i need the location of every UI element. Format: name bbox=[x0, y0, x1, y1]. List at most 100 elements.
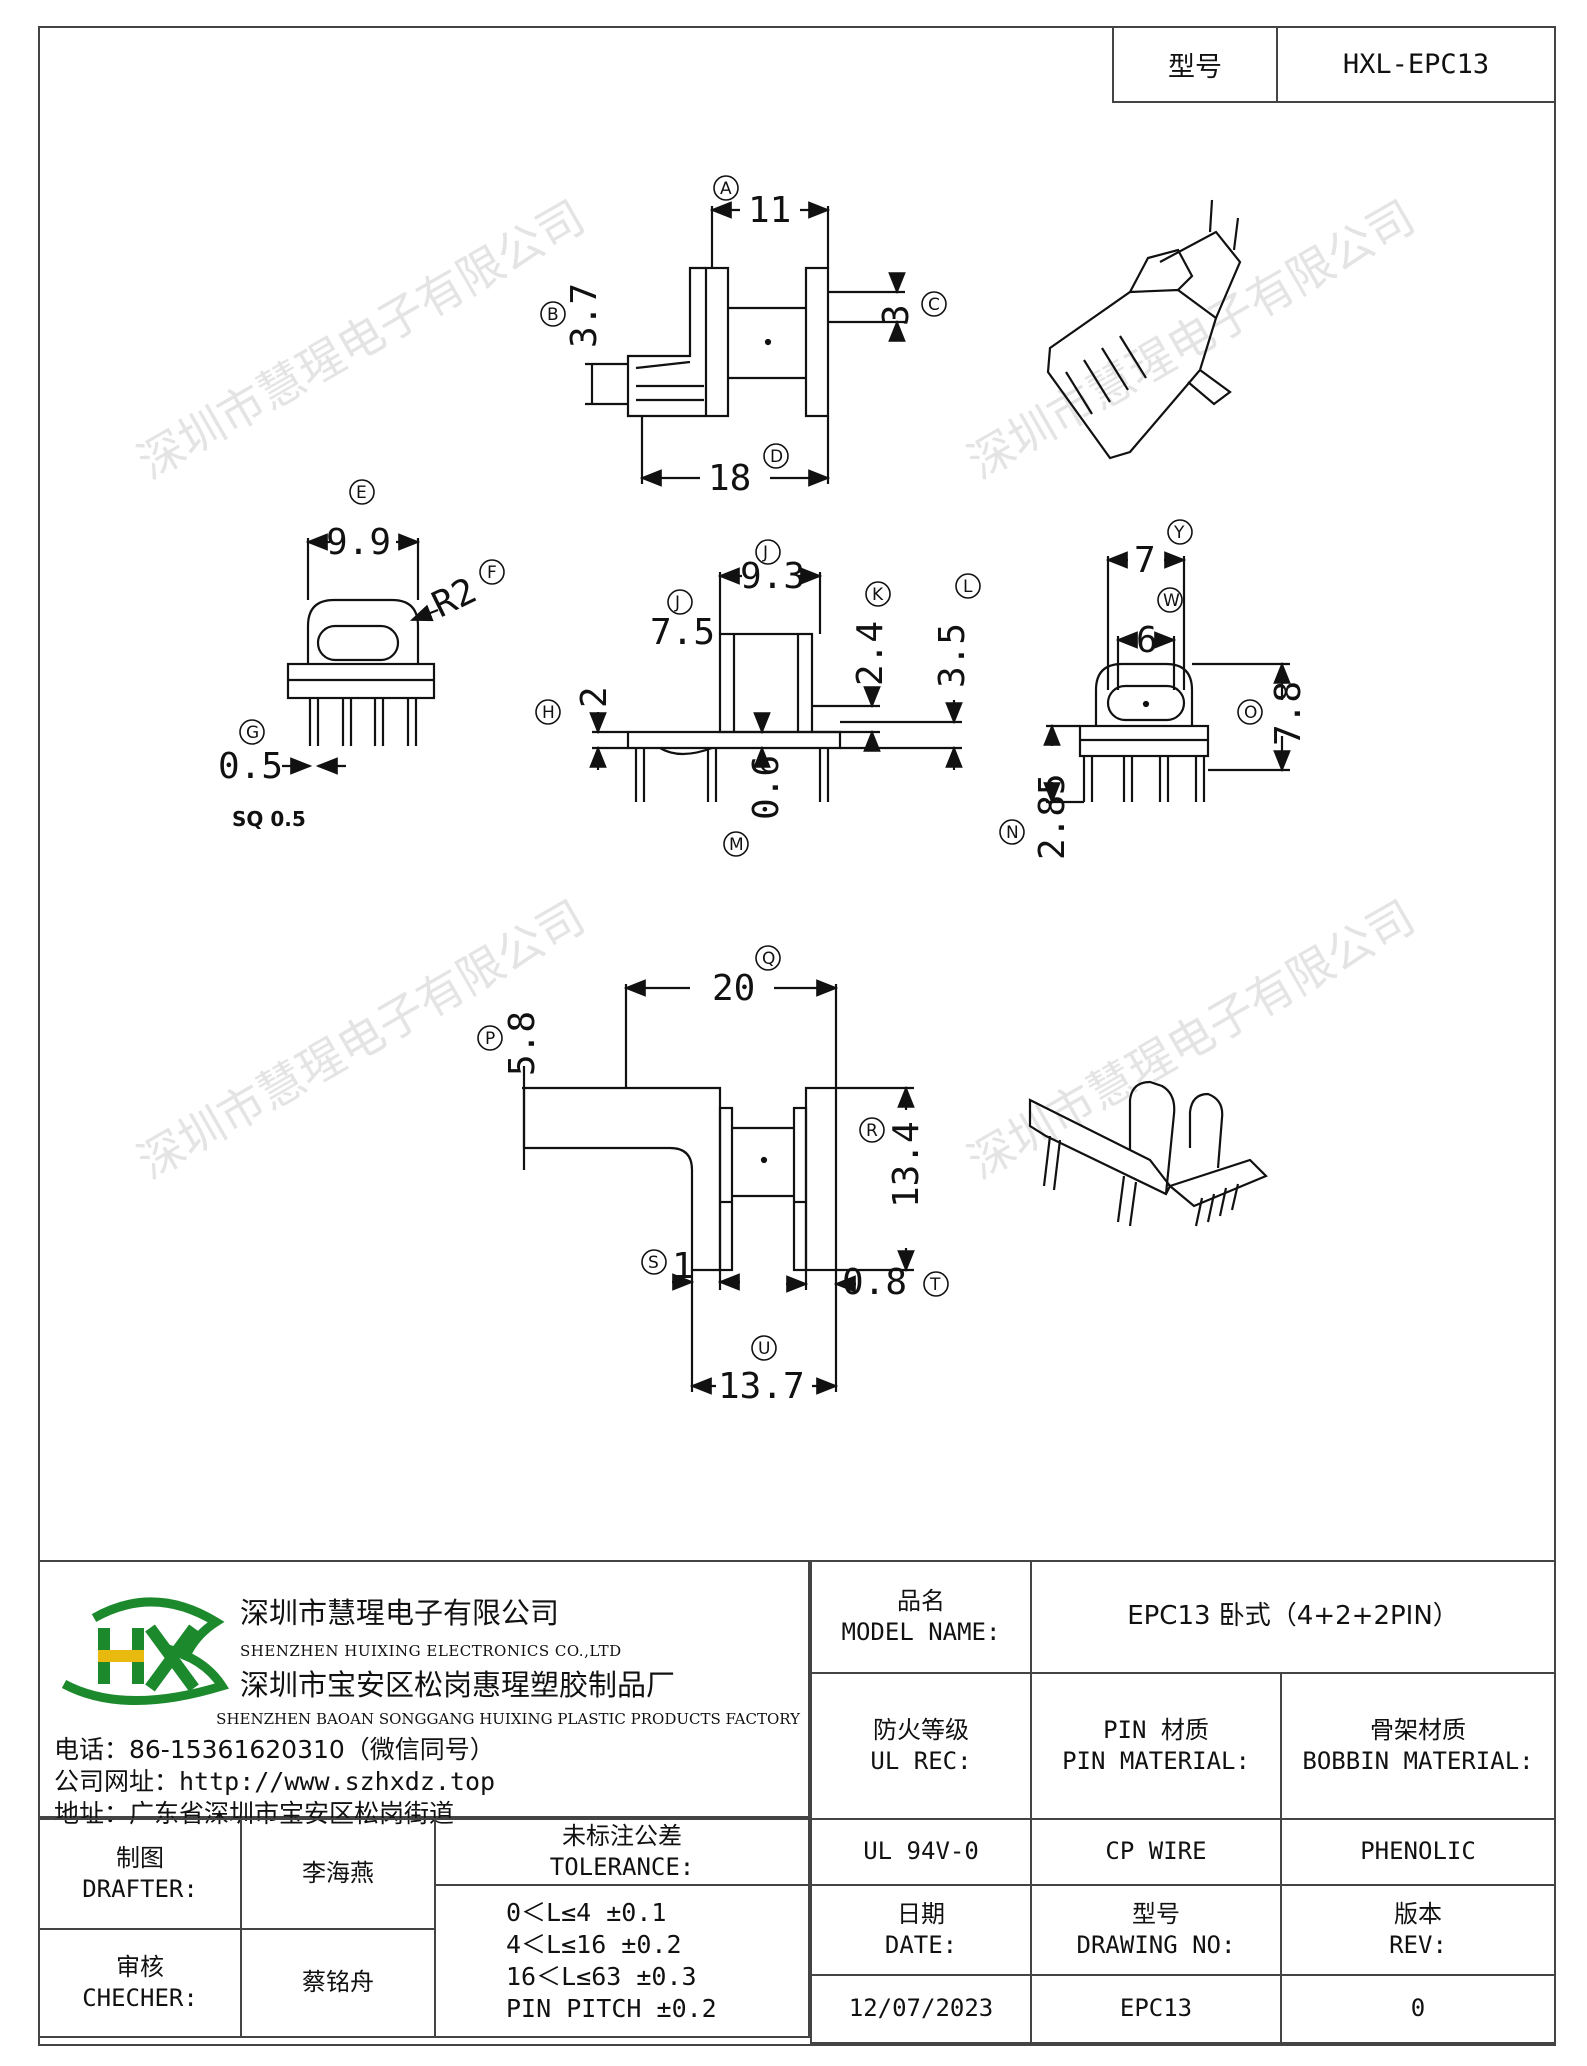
bubble-u: U bbox=[758, 1339, 770, 1359]
drafter-label-en: DRAFTER: bbox=[82, 1875, 198, 1903]
factory-name-cn: 深圳市宝安区松岗惠瑆塑胶制品厂 bbox=[240, 1668, 676, 1702]
drafter-name: 李海燕 bbox=[240, 1818, 436, 1930]
company-name-cn: 深圳市慧瑆电子有限公司 bbox=[240, 1596, 560, 1630]
company-info: HX 深圳市慧瑆电子有限公司 SHENZHEN HUIXING ELECTRON… bbox=[38, 1560, 810, 1828]
dim-k: 2.4 bbox=[850, 621, 891, 686]
bubble-o: O bbox=[1244, 703, 1257, 723]
pin-material-label-cn: PIN 材质 bbox=[1103, 1715, 1209, 1744]
pin-material-value: CP WIRE bbox=[1030, 1818, 1282, 1886]
tolerance-values: 0＜L≤4 ±0.1 4＜L≤16 ±0.2 16＜L≤63 ±0.3 PIN … bbox=[434, 1884, 810, 2038]
top-view bbox=[585, 201, 906, 487]
watermark-2: 深圳市慧瑆电子有限公司 bbox=[959, 190, 1424, 490]
approval-table: 制图 DRAFTER: 李海燕 未标注公差 TOLERANCE: 0＜L≤4 ±… bbox=[38, 1818, 810, 2038]
model-name-label: 品名 MODEL NAME: bbox=[810, 1560, 1032, 1674]
pin-material-label-en: PIN MATERIAL: bbox=[1062, 1747, 1250, 1775]
bubble-t: T bbox=[929, 1275, 941, 1295]
bubble-k: K bbox=[872, 585, 884, 605]
tolerance-line-4: PIN PITCH ±0.2 bbox=[506, 1994, 717, 2023]
rev-label-cn: 版本 bbox=[1394, 1899, 1442, 1928]
tolerance-line-1: 0＜L≤4 ±0.1 bbox=[506, 1898, 667, 1927]
dim-u: 13.7 bbox=[718, 1366, 805, 1407]
dim-q: 20 bbox=[712, 968, 755, 1009]
bubble-l: L bbox=[963, 577, 973, 597]
model-name-value: EPC13 卧式（4+2+2PIN） bbox=[1030, 1560, 1556, 1674]
material-date-table: UL 94V-0 CP WIRE PHENOLIC 日期 DATE: 型号 DR… bbox=[810, 1818, 1556, 2044]
bubble-s: S bbox=[648, 1253, 659, 1273]
model-name-label-cn: 品名 bbox=[897, 1586, 945, 1615]
drawing-no-label-cn: 型号 bbox=[1132, 1899, 1180, 1928]
rev-label: 版本 REV: bbox=[1280, 1884, 1556, 1976]
watermark-4: 深圳市慧瑆电子有限公司 bbox=[959, 890, 1424, 1190]
tolerance-line-2: 4＜L≤16 ±0.2 bbox=[506, 1930, 682, 1959]
date-value: 12/07/2023 bbox=[810, 1974, 1032, 2044]
bubble-g: G bbox=[246, 723, 259, 743]
checker-label-cn: 审核 bbox=[116, 1952, 164, 1981]
dim-h: 2 bbox=[574, 686, 615, 708]
drafter-label: 制图 DRAFTER: bbox=[38, 1818, 242, 1930]
dim-n: 2.85 bbox=[1032, 773, 1073, 860]
contact-lines: 电话：86-15361620310（微信同号） 公司网址：http://www.… bbox=[54, 1734, 495, 1830]
dim-l: 3.5 bbox=[932, 623, 973, 688]
reference-bubble-letters: A B C D E F G J J K L H M Y W O N Q P R … bbox=[246, 179, 1257, 1359]
dim-j1: 9.3 bbox=[740, 556, 805, 597]
company-name-en: SHENZHEN HUIXING ELECTRONICS CO.,LTD bbox=[240, 1642, 622, 1660]
dim-o: 7.8 bbox=[1268, 681, 1309, 746]
dim-b: 3.7 bbox=[564, 283, 605, 348]
company-phone: 电话：86-15361620310（微信同号） bbox=[54, 1735, 495, 1764]
bubble-c: C bbox=[928, 295, 940, 315]
date-label-en: DATE: bbox=[884, 1931, 958, 1959]
dim-g: 0.5 bbox=[218, 746, 283, 787]
reference-bubbles bbox=[239, 175, 1263, 1361]
dim-c: 3 bbox=[876, 304, 917, 326]
date-label-cn: 日期 bbox=[897, 1899, 945, 1928]
bubble-y: Y bbox=[1173, 523, 1185, 543]
bobbin-material-value: PHENOLIC bbox=[1280, 1818, 1556, 1886]
bubble-n: N bbox=[1006, 823, 1019, 843]
checker-label-en: CHECHER: bbox=[82, 1984, 198, 2012]
side-view-center bbox=[589, 567, 963, 802]
drawing-sheet-border bbox=[38, 26, 1556, 2046]
dim-d: 18 bbox=[708, 458, 751, 499]
rev-label-en: REV: bbox=[1389, 1931, 1447, 1959]
dim-e: 9.9 bbox=[326, 522, 391, 563]
front-view-left bbox=[282, 533, 439, 775]
model-value: HXL-EPC13 bbox=[1276, 26, 1556, 103]
bubble-r: R bbox=[866, 1121, 878, 1141]
company-logo: HX bbox=[54, 1588, 230, 1705]
tolerance-line-3: 16＜L≤63 ±0.3 bbox=[506, 1962, 697, 1991]
dim-m: 0.6 bbox=[746, 755, 787, 820]
bubble-j1: J bbox=[762, 543, 768, 563]
bubble-e: E bbox=[356, 483, 367, 503]
tolerance-label-en: TOLERANCE: bbox=[549, 1853, 695, 1881]
bubble-a: A bbox=[720, 179, 732, 199]
model-label: 型号 bbox=[1112, 26, 1278, 103]
tolerance-label: 未标注公差 TOLERANCE: bbox=[434, 1818, 810, 1886]
bubble-b: B bbox=[547, 305, 559, 325]
bobbin-material-label-cn: 骨架材质 bbox=[1370, 1715, 1466, 1744]
bubble-d: D bbox=[770, 447, 783, 467]
bubble-m: M bbox=[729, 835, 744, 855]
logo-letters: HX bbox=[54, 1588, 56, 1589]
side-view-right bbox=[1043, 551, 1291, 805]
ul-rec-value: UL 94V-0 bbox=[810, 1818, 1032, 1886]
title-block: HX 深圳市慧瑆电子有限公司 SHENZHEN HUIXING ELECTRON… bbox=[38, 1560, 1556, 2046]
company-website: 公司网址：http://www.szhxdz.top bbox=[54, 1767, 496, 1796]
model-name-label-en: MODEL NAME: bbox=[841, 1618, 1001, 1646]
drawing-no-value: EPC13 bbox=[1030, 1974, 1282, 2044]
ul-rec-label-cn: 防火等级 bbox=[873, 1715, 969, 1744]
pin-material-label: PIN 材质 PIN MATERIAL: bbox=[1030, 1672, 1282, 1820]
dim-w: 6 bbox=[1136, 620, 1158, 661]
checker-label: 审核 CHECHER: bbox=[38, 1928, 242, 2038]
dim-y: 7 bbox=[1134, 540, 1156, 581]
isometric-view-bottom bbox=[1028, 1080, 1268, 1227]
dim-f: R2 bbox=[426, 570, 483, 626]
dim-s: 1 bbox=[672, 1246, 694, 1287]
dim-a: 11 bbox=[748, 190, 791, 231]
technical-drawing: 深圳市慧瑆电子有限公司 深圳市慧瑆电子有限公司 深圳市慧瑆电子有限公司 深圳市慧… bbox=[129, 175, 1424, 1407]
dim-p: 5.8 bbox=[502, 1011, 543, 1076]
bubble-j2: J bbox=[674, 593, 680, 613]
dim-j2: 7.5 bbox=[650, 612, 715, 653]
dimension-labels: 11 3.7 3 18 9.9 R2 0.5 SQ 0.5 9.3 7.5 2.… bbox=[218, 190, 1309, 1407]
model-header-table: 型号 HXL-EPC13 bbox=[1112, 26, 1556, 103]
dim-t: 0.8 bbox=[842, 1262, 907, 1303]
